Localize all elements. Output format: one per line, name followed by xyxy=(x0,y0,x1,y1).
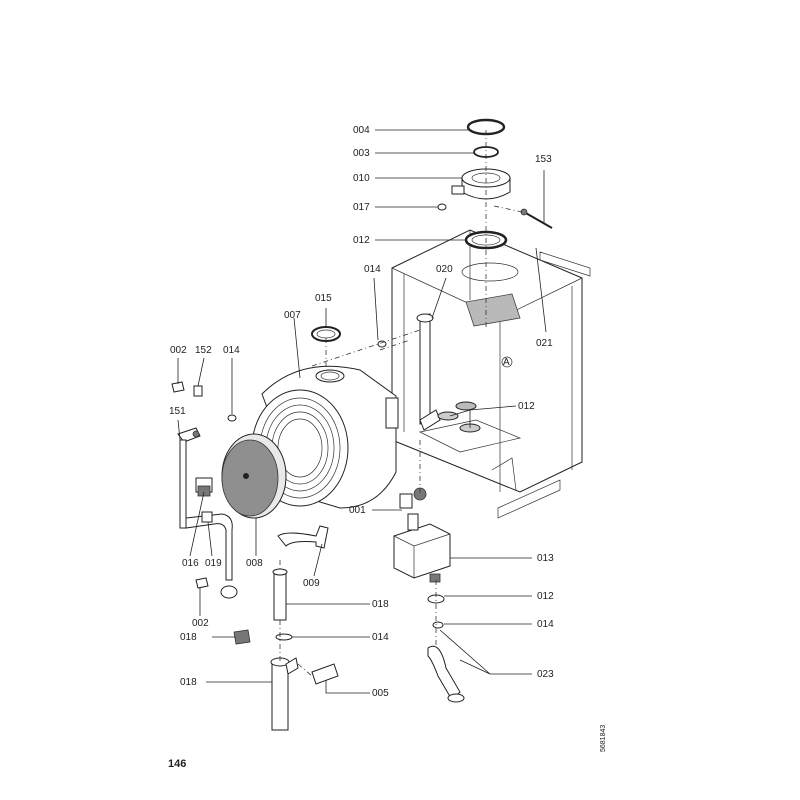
callout-023: 023 xyxy=(537,669,554,680)
sensor-001 xyxy=(399,487,427,509)
drain-pipe-018-lower xyxy=(270,657,299,731)
callout-012-top: 012 xyxy=(353,235,370,246)
callout-014-right: 014 xyxy=(537,619,554,630)
clamp-018 xyxy=(233,629,251,645)
callout-015: 015 xyxy=(315,293,332,304)
callout-012-low: 012 xyxy=(537,591,554,602)
o-ring-014-left xyxy=(227,414,237,422)
drain-pipe-018-upper xyxy=(272,568,288,621)
callout-014-mid: 014 xyxy=(372,632,389,643)
callout-012-mid: 012 xyxy=(518,401,535,412)
connector-019 xyxy=(201,511,213,523)
water-pipe-020 xyxy=(416,313,441,431)
callout-018-bottom: 018 xyxy=(180,677,197,688)
callout-004: 004 xyxy=(353,125,370,136)
callout-152: 152 xyxy=(195,345,212,356)
callout-020: 020 xyxy=(436,264,453,275)
callout-009: 009 xyxy=(303,578,320,589)
o-ring-014-top xyxy=(377,340,387,348)
callout-005: 005 xyxy=(372,688,389,699)
callout-003: 003 xyxy=(353,148,370,159)
callout-014-left: 014 xyxy=(223,345,240,356)
seal-ring-012-mid xyxy=(437,401,481,433)
callout-021: 021 xyxy=(536,338,553,349)
page-number: 146 xyxy=(168,758,187,770)
fitting-152 xyxy=(193,385,203,397)
callout-014-top: 014 xyxy=(364,264,381,275)
callout-007: 007 xyxy=(284,310,301,321)
condensate-pipe-151 xyxy=(177,427,238,599)
document-id: 5681843 xyxy=(600,724,607,752)
clip-002-bottom xyxy=(195,577,209,589)
callout-153: 153 xyxy=(535,154,552,165)
callout-018-left: 018 xyxy=(180,632,197,643)
clip-002-top xyxy=(171,381,185,393)
sensor-153 xyxy=(520,208,553,229)
callout-018-mid: 018 xyxy=(372,599,389,610)
o-ring-017 xyxy=(437,203,447,211)
callout-001: 001 xyxy=(349,505,366,516)
o-ring-014-mid xyxy=(275,633,293,641)
callout-002-bottom: 002 xyxy=(192,618,209,629)
callout-017: 017 xyxy=(353,202,370,213)
o-ring-014-right xyxy=(432,621,444,629)
condensate-hose-023 xyxy=(427,645,465,703)
callout-008: 008 xyxy=(246,558,263,569)
siphon-013 xyxy=(393,513,451,583)
callout-013: 013 xyxy=(537,553,554,564)
leader-lines xyxy=(177,129,547,694)
callout-019: 019 xyxy=(205,558,222,569)
burner-disc-008 xyxy=(221,433,287,519)
hose-connector-005 xyxy=(311,663,339,685)
callout-016: 016 xyxy=(182,558,199,569)
elbow-pipe-009 xyxy=(277,525,329,549)
flue-adapter-010 xyxy=(451,168,511,200)
callout-002-top: 002 xyxy=(170,345,187,356)
marker-a: A xyxy=(503,357,510,368)
callout-010: 010 xyxy=(353,173,370,184)
callout-151: 151 xyxy=(169,406,186,417)
